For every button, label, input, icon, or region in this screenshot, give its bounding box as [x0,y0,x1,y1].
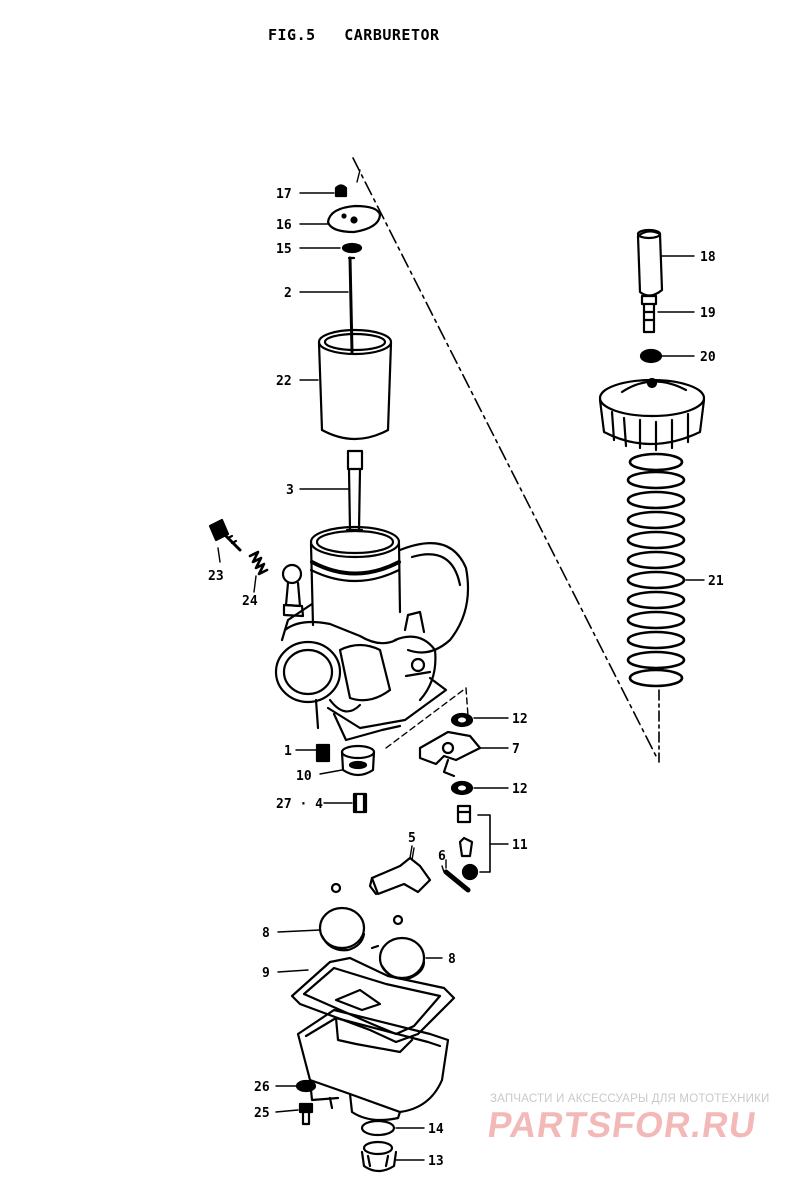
callout-20: 20 [700,350,716,365]
part-1-jet [315,743,331,763]
part-19-adjuster [640,294,658,334]
callout-8-left: 8 [262,926,270,941]
part-22-throttle-valve [317,328,393,440]
callout-11: 11 [512,838,528,853]
part-27-4-jet [352,792,368,814]
part-5-float-arm [368,845,432,896]
watermark-logo: PARTSFOR.RU [485,1104,760,1145]
callout-12-upper: 12 [512,712,528,727]
callout-18: 18 [700,250,716,265]
part-21-spring [626,452,686,688]
part-11-needle-valve [456,804,491,881]
callout-10: 10 [296,769,312,784]
callout-25: 25 [254,1106,270,1121]
part-25-screw [298,1102,314,1126]
callout-14: 14 [428,1122,444,1137]
part-15-clip [341,242,363,254]
callout-16: 16 [276,218,292,233]
part-18-cap [636,228,664,297]
callout-23: 23 [208,569,224,584]
part-float-bowl [296,988,450,1122]
callout-2: 2 [284,286,292,301]
callout-8-right: 8 [448,952,456,967]
callout-3: 3 [286,483,294,498]
part-26-washer [295,1079,317,1093]
part-carburetor-body [274,525,470,742]
callout-26: 26 [254,1080,270,1095]
part-2-jet-needle [347,256,356,354]
callout-17: 17 [276,187,292,202]
part-8-float-right [370,914,426,980]
part-13-drain-plug [360,1140,398,1173]
part-17-screw [334,184,348,198]
callout-9: 9 [262,966,270,981]
part-23-pilot-screw [208,518,242,552]
part-top-cap [598,377,706,452]
part-24-spring [248,550,269,576]
part-20-nut [639,348,663,364]
callout-5: 5 [408,831,416,846]
callout-22: 22 [276,374,292,389]
callout-12-lower: 12 [512,782,528,797]
part-3-needle-jet [345,449,364,532]
callout-19: 19 [700,306,716,321]
callout-24: 24 [242,594,258,609]
part-16-plate [326,204,382,234]
callout-6: 6 [438,849,446,864]
callout-15: 15 [276,242,292,257]
part-14-o-ring [360,1119,396,1137]
assembly-guide-line [352,157,659,761]
part-8-float-left [318,882,366,952]
callout-21: 21 [708,574,724,589]
callout-1: 1 [284,744,292,759]
watermark-tagline: ЗАПЧАСТИ И АКСЕССУАРЫ ДЛЯ МОТОТЕХНИКИ [490,1093,770,1105]
figure-title: FIG.5 CARBURETOR [268,26,440,44]
part-7-bracket [418,730,482,778]
part-6-pin [443,859,471,893]
leader-lines [217,192,705,1161]
part-10-jet-holder [340,744,376,777]
callout-13: 13 [428,1154,444,1169]
callout-7: 7 [512,742,520,757]
callout-27-4: 27 · 4 [276,797,323,812]
